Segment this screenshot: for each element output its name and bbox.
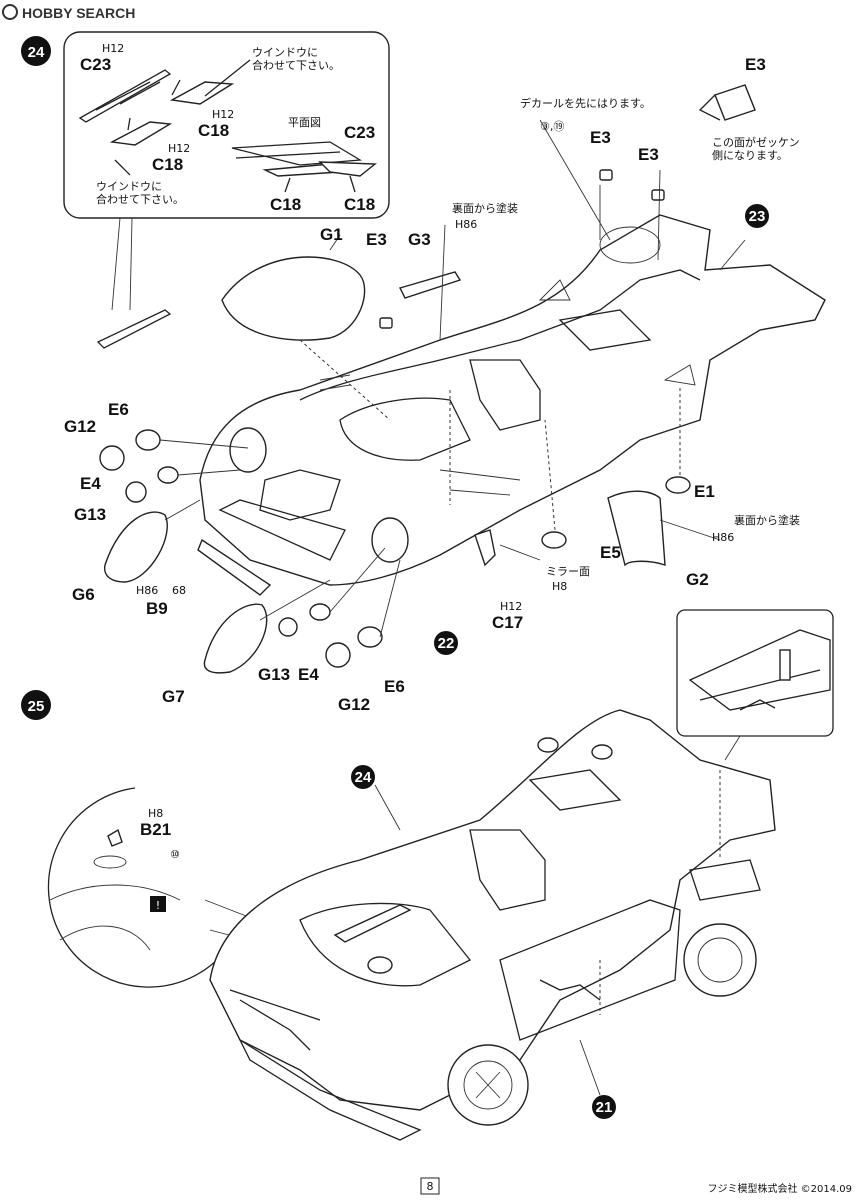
part-g13-b: G13 [258, 665, 290, 684]
part-e3-d: E3 [745, 55, 766, 74]
step-24-badge: 24 [21, 36, 51, 66]
note-back-paint-2: 裏面から塗装 [734, 513, 800, 527]
note-decal-10: ⑩ [170, 848, 180, 861]
note-window-1b: 合わせて下さい。 [252, 58, 340, 72]
watermark-logo: HOBBY SEARCH [2, 4, 135, 21]
paint-h86-a: H86 [455, 218, 477, 231]
page-number-box: 8 [420, 1177, 440, 1195]
svg-text:23: 23 [749, 208, 766, 225]
wiper-inset-box: H12 C23 ウインドウに 合わせて下さい。 H12 C18 H12 C18 … [63, 31, 390, 219]
paint-h12-b: H12 [212, 108, 234, 121]
part-g13-a: G13 [74, 505, 106, 524]
note-window-1a: ウインドウに [252, 46, 318, 59]
headlamp-parts-front [99, 429, 401, 674]
part-e1: E1 [694, 482, 715, 501]
step-25-number: 25 [28, 698, 45, 715]
part-g6: G6 [72, 585, 95, 604]
part-c23-b: C23 [344, 123, 375, 142]
paint-b9-ref: 68 [172, 584, 186, 597]
note-number-side-b: 側になります。 [712, 149, 788, 162]
part-e3-c: E3 [638, 145, 659, 164]
part-g12-a: G12 [64, 417, 96, 436]
step-25-badge: 25 [21, 690, 51, 720]
part-c18-b: C18 [152, 155, 183, 174]
callout-21: 21 [592, 1095, 616, 1119]
part-e4-a: E4 [80, 474, 101, 493]
car-body-assembly [199, 214, 826, 586]
paint-h12-a: H12 [102, 42, 124, 55]
svg-text:21: 21 [596, 1099, 613, 1116]
note-mirror: ミラー面 [546, 565, 590, 578]
page-number: 8 [427, 1180, 434, 1193]
note-plan-view: 平面図 [288, 116, 321, 129]
part-e6-a: E6 [108, 400, 129, 419]
part-e3-b: E3 [590, 128, 611, 147]
note-window-2b: 合わせて下さい。 [96, 192, 184, 206]
watermark-text: HOBBY SEARCH [22, 5, 135, 21]
paint-h12-c: H12 [168, 142, 190, 155]
mirror-detail-circle: ! [47, 787, 381, 988]
step-24-number: 24 [28, 44, 45, 61]
callout-23: 23 [745, 204, 769, 228]
canopy-g1 [221, 256, 366, 341]
svg-text:24: 24 [355, 769, 372, 786]
part-e4-b: E4 [298, 665, 319, 684]
paint-h86-b: H86 [136, 584, 158, 597]
part-g7: G7 [162, 687, 185, 706]
note-number-side-a: この面がゼッケン [712, 135, 800, 149]
part-g12-b: G12 [338, 695, 370, 714]
paint-h8-b: H8 [148, 807, 163, 820]
part-e6-b: E6 [384, 677, 405, 696]
paint-h8-a: H8 [552, 580, 567, 593]
part-c23-a: C23 [80, 55, 111, 74]
part-c18-c: C18 [270, 195, 301, 214]
svg-text:22: 22 [438, 635, 455, 652]
part-c18-a: C18 [198, 121, 229, 140]
svg-text:!: ! [156, 899, 160, 912]
part-c17: C17 [492, 613, 523, 632]
callout-24: 24 [351, 765, 375, 789]
part-g2: G2 [686, 570, 709, 589]
part-e3-a: E3 [366, 230, 387, 249]
paint-h86-c: H86 [712, 531, 734, 544]
part-c18-d: C18 [344, 195, 375, 214]
part-b9: B9 [146, 599, 168, 618]
part-g1: G1 [320, 225, 343, 244]
note-window-2a: ウインドウに [96, 180, 162, 193]
callout-22: 22 [434, 631, 458, 655]
part-b21: B21 [140, 820, 171, 839]
note-back-paint-1: 裏面から塗装 [452, 201, 518, 215]
note-decal-first: デカールを先にはります。 [520, 96, 651, 110]
part-e5: E5 [600, 543, 621, 562]
paint-h12-d: H12 [500, 600, 522, 613]
company-footer: フジミ模型株式会社 ©2014.09 [707, 1182, 852, 1195]
note-decal-nums: ③,⑲ [540, 120, 564, 133]
rear-detail-inset [676, 609, 834, 761]
completed-car [209, 709, 776, 1141]
part-g3: G3 [408, 230, 431, 249]
